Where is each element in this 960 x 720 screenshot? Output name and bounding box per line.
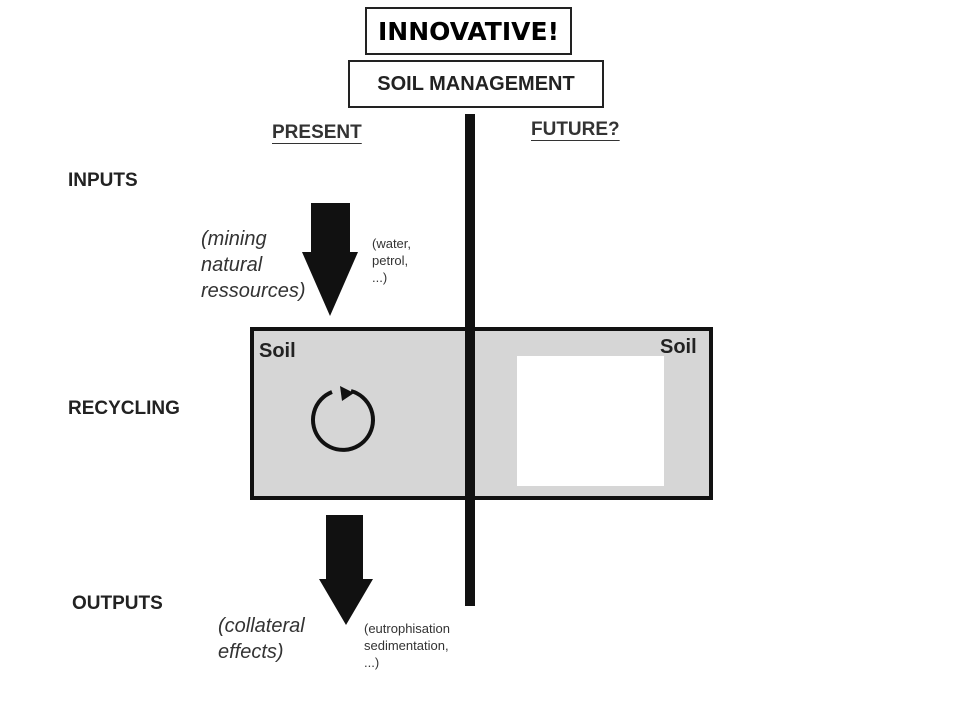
innovative-badge: INNOVATIVE!	[365, 7, 572, 55]
output-arrow-icon	[319, 515, 373, 625]
inputs-line: ressources)	[201, 280, 306, 302]
row-recycling: RECYCLING	[68, 398, 180, 419]
outputs-example-line: sedimentation,	[364, 638, 449, 653]
empty-placeholder	[517, 356, 664, 486]
input-arrow-icon	[302, 203, 358, 316]
row-outputs: OUTPUTS	[72, 593, 163, 614]
inputs-examples: (water, petrol, ...)	[372, 235, 411, 286]
outputs-examples: (eutrophisation sedimentation, ...)	[364, 620, 450, 671]
inputs-line: (mining	[201, 228, 267, 250]
inputs-example-line: ...)	[372, 270, 388, 285]
recycle-icon	[311, 386, 375, 452]
inputs-example-line: petrol,	[372, 253, 409, 268]
outputs-example-line: ...)	[364, 655, 380, 670]
inputs-line: natural	[201, 254, 263, 276]
inputs-example-line: (water,	[372, 236, 412, 251]
outputs-line: effects)	[218, 641, 284, 663]
outputs-example-line: (eutrophisation	[364, 621, 450, 636]
inputs-description: (mining natural ressources)	[201, 226, 305, 304]
soil-label-left: Soil	[259, 340, 296, 362]
diagram-title: SOIL MANAGEMENT	[348, 60, 604, 108]
column-future: FUTURE?	[531, 119, 620, 140]
soil-label-right: Soil	[660, 336, 697, 358]
outputs-line: (collateral	[218, 615, 305, 637]
row-inputs: INPUTS	[68, 170, 138, 191]
column-present: PRESENT	[272, 122, 362, 143]
outputs-description: (collateral effects)	[218, 613, 305, 665]
present-future-divider	[465, 114, 475, 606]
